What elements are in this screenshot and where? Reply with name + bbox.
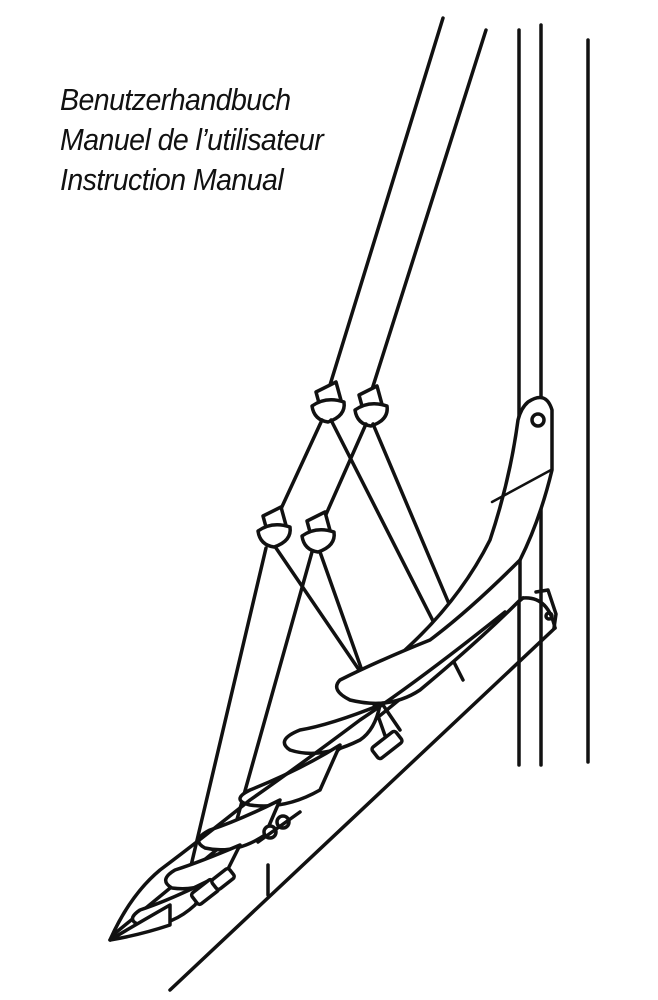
lower-blocks bbox=[256, 505, 336, 554]
upper-blocks bbox=[310, 380, 389, 428]
cover-title-block: Benutzerhandbuch Manuel de l’utilisateur… bbox=[60, 80, 346, 200]
title-english: Instruction Manual bbox=[60, 162, 284, 197]
title-french: Manuel de l’utilisateur bbox=[60, 122, 324, 157]
boom bbox=[111, 588, 558, 992]
sail-folds bbox=[108, 558, 522, 942]
lazyjack-upper-lines bbox=[324, 16, 488, 404]
sail-foot bbox=[108, 610, 507, 942]
boom-fittings bbox=[189, 729, 404, 907]
title-german: Benutzerhandbuch bbox=[60, 82, 291, 117]
